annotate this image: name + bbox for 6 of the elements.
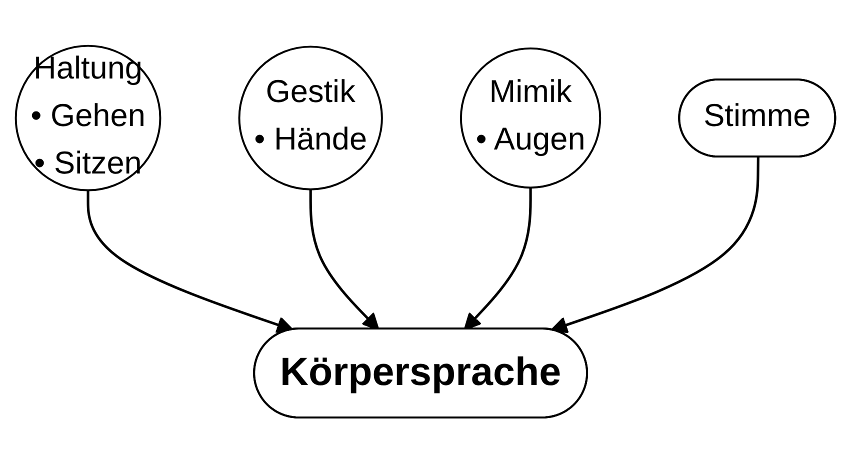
arrow [86,190,294,334]
mind-map-diagram: Haltung • Gehen • Sitzen Gestik • Hände Mimik • Augen Stimme Körpersprache [0,30,851,434]
node-circle [238,46,383,190]
node-circle [14,44,162,192]
node-circle [460,47,602,188]
arrow [550,157,760,334]
